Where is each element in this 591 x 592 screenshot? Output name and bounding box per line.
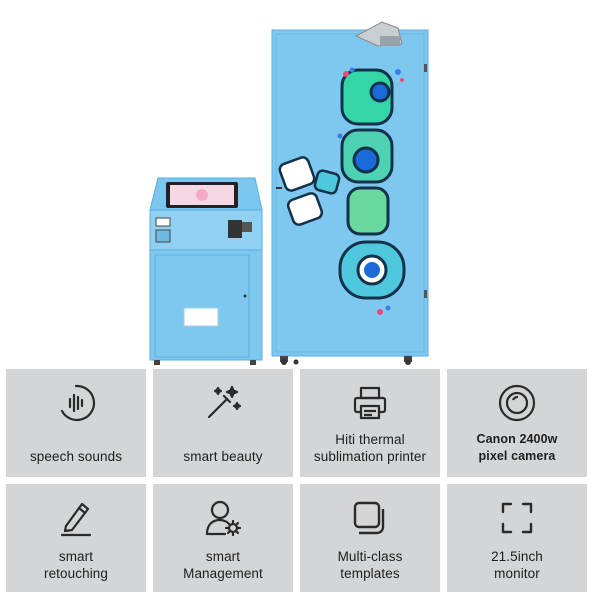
feature-label: speech sounds — [29, 449, 123, 464]
feature-tile-smart-beauty: smart beauty — [153, 369, 293, 477]
feature-label: Canon 2400w pixel camera — [476, 432, 558, 463]
feature-label: Multi-class templates — [337, 549, 403, 581]
feature-grid: speech sounds smart beauty Hiti th — [6, 369, 591, 592]
printer-icon — [350, 383, 390, 423]
templates-icon — [350, 498, 390, 538]
feature-tile-speech-sounds: speech sounds — [6, 369, 146, 477]
feature-tile-templates: Multi-class templates — [300, 484, 440, 592]
pencil-icon — [56, 498, 96, 538]
feature-tile-monitor: 21.5inch monitor — [447, 484, 587, 592]
photo-logo-graphic — [338, 68, 406, 300]
box-logo-graphic — [278, 156, 341, 226]
feature-label: smart retouching — [43, 549, 109, 581]
camera-lens-icon — [497, 383, 537, 423]
photo-booth-illustration — [149, 21, 429, 365]
feature-label: 21.5inch monitor — [491, 549, 543, 581]
feature-tile-camera: Canon 2400w pixel camera — [447, 369, 587, 477]
product-image — [149, 21, 429, 365]
kiosk-unit — [149, 177, 263, 365]
feature-tile-smart-retouching: smart retouching — [6, 484, 146, 592]
booth-cabinet — [271, 21, 429, 365]
speech-sound-icon — [56, 383, 96, 423]
user-settings-icon — [203, 498, 243, 538]
feature-tile-printer: Hiti thermal sublimation printer — [300, 369, 440, 477]
feature-label: smart beauty — [183, 449, 263, 464]
feature-label: smart Management — [183, 549, 263, 581]
monitor-frame-icon — [497, 498, 537, 538]
decorative-bubbles — [337, 67, 404, 315]
feature-label: Hiti thermal sublimation printer — [313, 432, 427, 464]
magic-wand-icon — [203, 383, 243, 423]
feature-tile-smart-management: smart Management — [153, 484, 293, 592]
